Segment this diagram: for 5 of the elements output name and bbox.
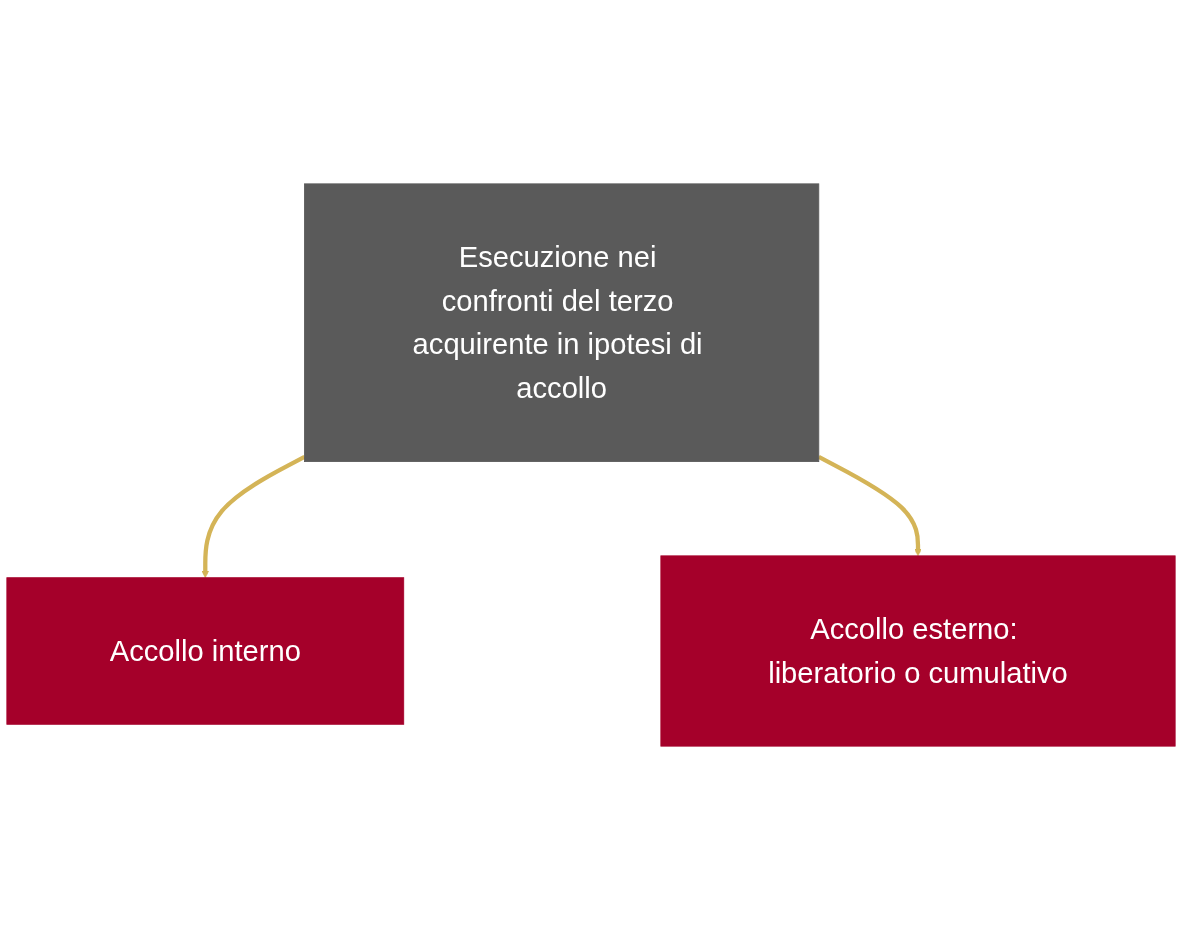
node-box: Esecuzione nei confronti del terzo acquirente in ipotesi di accollo — [304, 183, 820, 462]
arrow — [201, 455, 306, 579]
node-box: Accollo interno — [6, 577, 405, 725]
node-box: Accollo esterno: liberatorio o cumulativo — [660, 555, 1176, 747]
arrow — [817, 455, 922, 557]
